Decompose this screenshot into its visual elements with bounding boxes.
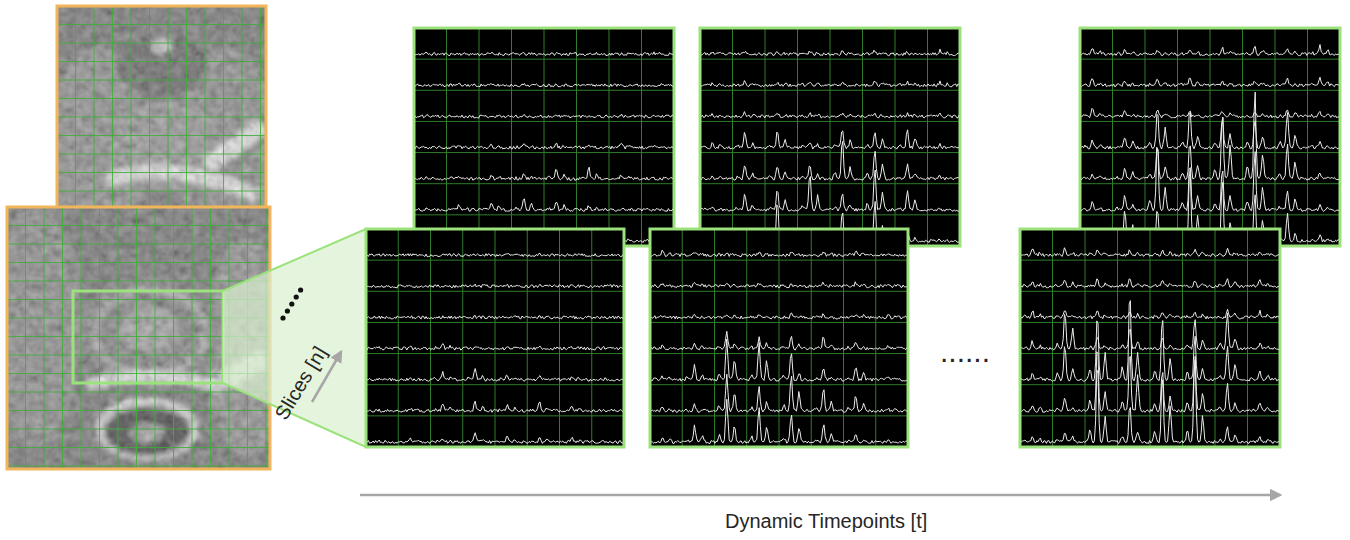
- spectrum-trace: [1080, 113, 1339, 149]
- spectrum-trace: [1020, 279, 1279, 288]
- panel-border: [1020, 229, 1280, 447]
- spectrum-trace: [366, 253, 624, 256]
- panel-border: [366, 229, 624, 447]
- spectrum-trace: [650, 250, 908, 256]
- spectrum-trace: [1080, 108, 1339, 118]
- spectrum-trace: [366, 344, 624, 350]
- time-axis-arrow: [360, 494, 1280, 497]
- spectrum-trace: [414, 143, 673, 149]
- spectrum-trace: [1020, 301, 1279, 382]
- spectra-panel: [414, 28, 674, 246]
- spectrum-trace: [700, 170, 959, 211]
- spectrum-trace: [366, 401, 624, 412]
- roi-box: [73, 291, 223, 383]
- voxel-grid: [366, 229, 624, 447]
- voxel-grid: [700, 28, 960, 246]
- spectrum-trace: [366, 315, 624, 318]
- spectrum-trace: [650, 282, 908, 288]
- spectrum-trace: [1020, 352, 1279, 412]
- axis-label: Dynamic Timepoints [t]: [725, 509, 927, 533]
- spectrum-trace: [366, 433, 624, 444]
- spectrum-trace: [366, 284, 624, 288]
- spectra-panel: [700, 28, 960, 246]
- spectrum-trace: [414, 114, 673, 118]
- spectrum-trace: [1080, 147, 1339, 211]
- spectrum-trace: [700, 141, 959, 180]
- spectrum-traces: [650, 250, 908, 443]
- spectrum-trace: [700, 81, 959, 87]
- panel-border: [650, 229, 908, 447]
- spectrum-trace: [1020, 356, 1279, 443]
- spectrum-trace: [1080, 45, 1339, 56]
- voxel-grid: [1080, 28, 1340, 246]
- ellipsis: ......: [940, 334, 990, 370]
- spectrum-trace: [700, 130, 959, 149]
- voxel-grid: [414, 28, 674, 246]
- voxel-grid: [650, 229, 908, 447]
- spectrum-trace: [650, 374, 908, 412]
- spectrum-traces: [414, 52, 673, 243]
- spectrum-trace: [414, 199, 673, 212]
- spectrum-trace: [650, 339, 908, 381]
- spectrum-trace: [1020, 309, 1279, 319]
- spectrum-trace: [700, 112, 959, 118]
- spectrum-trace: [414, 83, 673, 87]
- zoom-fan: [223, 229, 366, 447]
- spectra-panel: [650, 229, 908, 447]
- voxel-grid: [1020, 229, 1280, 447]
- zoom-line: [223, 229, 366, 291]
- panel-border: [1080, 28, 1340, 246]
- spectrum-trace: [700, 49, 959, 55]
- spectrum-trace: [650, 313, 908, 319]
- spectrum-trace: [1020, 248, 1279, 257]
- spectrum-traces: [700, 49, 959, 242]
- spectra-panel: [366, 229, 624, 447]
- spectrum-trace: [1080, 77, 1339, 87]
- spectrum-trace: [414, 167, 673, 180]
- spectrum-trace: [650, 331, 908, 350]
- spectrum-trace: [414, 52, 673, 56]
- spectrum-trace: [366, 369, 624, 382]
- spectra-panel: [1020, 229, 1280, 447]
- spectrum-trace: [1020, 313, 1279, 350]
- spectrum-trace: [650, 399, 908, 443]
- spectrum-trace: [1080, 92, 1339, 180]
- spectrum-traces: [1020, 248, 1279, 444]
- panel-border: [414, 28, 674, 246]
- spectrum-traces: [1080, 45, 1339, 243]
- stack-dots: [280, 287, 303, 320]
- spectrum-traces: [366, 253, 624, 443]
- spectra-panel: [1080, 28, 1340, 246]
- panel-border: [700, 28, 960, 246]
